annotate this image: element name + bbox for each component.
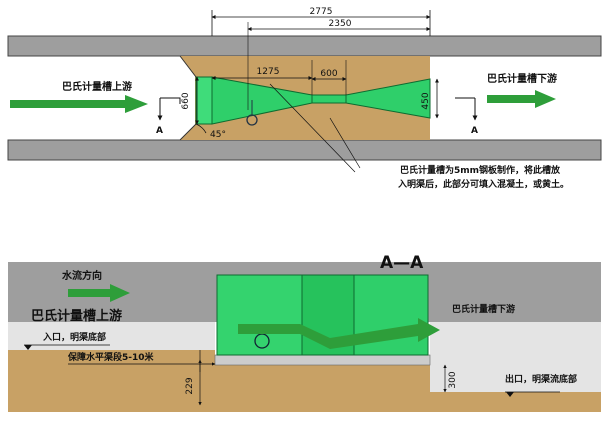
plan-upstream-label: 巴氏计量槽上游 bbox=[62, 80, 132, 93]
flow-direction-arrow bbox=[68, 284, 130, 302]
plan-wing-top bbox=[179, 55, 197, 78]
angle-arc bbox=[195, 123, 207, 134]
plan-downstream-label: 巴氏计量槽下游 bbox=[487, 72, 557, 85]
note-leader-2 bbox=[329, 117, 361, 169]
plan-bottom-wall bbox=[7, 139, 602, 161]
plan-flume-body bbox=[211, 76, 431, 125]
plan-top-wall bbox=[7, 35, 602, 57]
level-note-label: 保障水平渠段5-10米 bbox=[67, 351, 155, 363]
note-leader-1 bbox=[269, 83, 356, 173]
section-flume-converging bbox=[216, 274, 303, 356]
dim-total-label: 2775 bbox=[310, 7, 333, 17]
section-mark-left: A bbox=[156, 126, 163, 136]
section-upstream-bed bbox=[8, 322, 215, 350]
plan-flume-inlet bbox=[195, 76, 213, 125]
plan-downstream-arrow bbox=[487, 90, 556, 108]
section-soil bbox=[8, 350, 601, 412]
flow-direction-label: 水流方向 bbox=[61, 269, 102, 282]
dim-inner-label: 2350 bbox=[329, 19, 352, 29]
outlet-marker-icon bbox=[506, 392, 514, 397]
section-inlet-label: 入口，明渠底部 bbox=[42, 331, 106, 343]
section-flume-floor bbox=[214, 354, 431, 366]
plan-upstream-arrow bbox=[10, 95, 148, 113]
dim-throat-sect-label: 600 bbox=[320, 69, 337, 79]
dim-throat-len-label: 1275 bbox=[257, 67, 280, 77]
section-outlet-label: 出口，明渠流底部 bbox=[505, 373, 577, 385]
section-title: A—A bbox=[380, 253, 424, 273]
angle-label: 45° bbox=[210, 130, 226, 140]
section-marker-left bbox=[160, 97, 181, 104]
plan-note-line1: 巴氏计量槽为5mm钢板制作，将此槽放 bbox=[400, 164, 561, 176]
dim-drop-label: 300 bbox=[448, 371, 458, 388]
dim-upstream-width-label: 660 bbox=[181, 92, 191, 109]
dim-downstream-width-label: 450 bbox=[421, 92, 431, 109]
plan-wing-bottom bbox=[179, 123, 197, 141]
section-downstream-bed bbox=[430, 322, 601, 392]
inlet-marker-icon bbox=[24, 345, 32, 350]
section-flow-arrow bbox=[238, 318, 440, 349]
section-downstream-label: 巴氏计量槽下游 bbox=[452, 303, 515, 315]
section-upstream-label: 巴氏计量槽上游 bbox=[31, 308, 122, 324]
dim-height-label: 229 bbox=[185, 377, 195, 394]
section-mark-right: A bbox=[471, 126, 478, 136]
plan-note-line2: 入明渠后，此部分可填入混凝土，或黄土。 bbox=[397, 178, 569, 190]
